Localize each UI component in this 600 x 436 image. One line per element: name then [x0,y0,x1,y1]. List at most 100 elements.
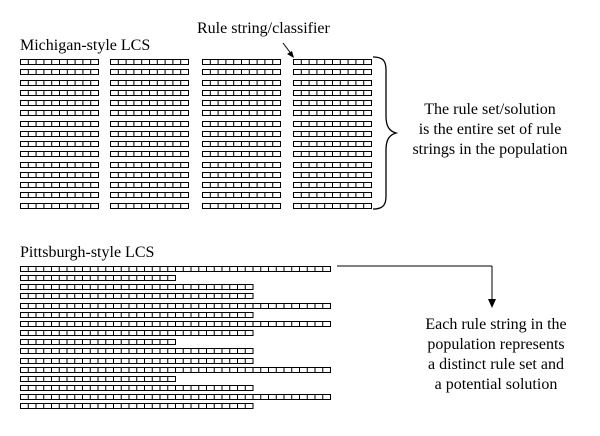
pittsburgh-rule-string [175,266,254,272]
pittsburgh-rule-string [175,321,254,327]
michigan-rule-string [202,90,281,96]
pittsburgh-rule-string [97,367,176,373]
michigan-rule-string [20,80,99,86]
michigan-note-line: The rule set/solution [424,101,556,118]
michigan-rule-string [110,192,189,198]
pittsburgh-rule-string [20,312,99,318]
pittsburgh-rule-string [20,376,99,382]
classifier-label: Rule string/classifier [197,20,330,37]
pittsburgh-rule-string [97,303,176,309]
michigan-rule-string [293,100,372,106]
pittsburgh-rule-string [97,339,176,345]
michigan-rule-string [110,59,189,65]
pittsburgh-rule-string [175,330,254,336]
michigan-rule-string [293,162,372,168]
michigan-rule-string [20,203,99,209]
pittsburgh-rule-set [20,266,331,272]
pittsburgh-rule-string [97,376,176,382]
pittsburgh-rule-string [97,394,176,400]
michigan-rule-string [293,59,372,65]
pittsburgh-rule-set [20,321,331,327]
pittsburgh-rule-set [20,275,176,281]
pittsburgh-rule-set [20,284,254,290]
michigan-rule-string [293,110,372,116]
michigan-rule-string [20,141,99,147]
pittsburgh-rule-set [20,394,331,400]
michigan-rule-string [293,69,372,75]
michigan-rule-string [20,59,99,65]
michigan-rule-string [202,192,281,198]
michigan-rule-string [20,69,99,75]
pittsburgh-rule-string [97,293,176,299]
pittsburgh-rule-string [20,266,99,272]
pittsburgh-rule-string [175,293,254,299]
michigan-rule-string [202,203,281,209]
pittsburgh-rule-string [175,394,254,400]
pittsburgh-rule-string [252,394,331,400]
pittsburgh-rule-string [97,348,176,354]
michigan-rule-string [110,172,189,178]
pittsburgh-rule-set [20,358,254,364]
michigan-rule-string [293,90,372,96]
michigan-rule-string [202,182,281,188]
pittsburgh-rule-string [175,367,254,373]
michigan-rule-string [20,121,99,127]
michigan-note: The rule set/solution is the entire set … [400,100,580,160]
michigan-rule-string [293,141,372,147]
pittsburgh-rule-string [252,367,331,373]
michigan-note-line: is the entire set of rule [418,121,562,138]
michigan-population-grid [20,59,372,209]
michigan-rule-string [110,162,189,168]
michigan-rule-string [293,131,372,137]
michigan-brace [372,56,399,210]
pittsburgh-note-line: a potential solution [434,376,558,393]
michigan-rule-string [202,69,281,75]
pittsburgh-rule-string [175,348,254,354]
pittsburgh-rule-set [20,312,254,318]
michigan-rule-string [110,182,189,188]
pittsburgh-rule-string [97,358,176,364]
michigan-rule-string [293,182,372,188]
pittsburgh-rule-string [175,403,254,409]
pittsburgh-rule-string [97,266,176,272]
pittsburgh-rule-string [20,358,99,364]
pittsburgh-rule-string [252,266,331,272]
pittsburgh-rule-string [20,293,99,299]
pittsburgh-rule-string [20,275,99,281]
michigan-rule-string [20,131,99,137]
pittsburgh-rule-string [97,403,176,409]
pittsburgh-rule-set [20,385,254,391]
michigan-rule-string [110,203,189,209]
pittsburgh-rule-set [20,303,331,309]
pittsburgh-note-line: population represents [427,336,565,353]
pittsburgh-rule-set [20,293,254,299]
michigan-rule-string [110,141,189,147]
michigan-rule-string [110,121,189,127]
michigan-rule-string [110,100,189,106]
pittsburgh-rule-string [20,394,99,400]
pittsburgh-rule-string [97,321,176,327]
michigan-rule-string [202,162,281,168]
pittsburgh-rule-set [20,403,254,409]
pittsburgh-rule-string [252,303,331,309]
michigan-rule-string [202,110,281,116]
michigan-rule-string [20,90,99,96]
michigan-rule-string [110,110,189,116]
michigan-title: Michigan-style LCS [20,37,151,54]
pittsburgh-population-grid [20,266,331,409]
pittsburgh-rule-string [20,303,99,309]
pittsburgh-rule-set [20,330,254,336]
pittsburgh-rule-set [20,367,331,373]
michigan-rule-string [293,172,372,178]
michigan-rule-string [20,151,99,157]
michigan-rule-string [202,121,281,127]
pittsburgh-rule-string [97,284,176,290]
pittsburgh-rule-set [20,376,176,382]
pittsburgh-rule-string [20,284,99,290]
pittsburgh-note-line: Each rule string in the [425,316,567,333]
pittsburgh-rule-string [175,284,254,290]
michigan-rule-string [20,192,99,198]
michigan-rule-string [202,80,281,86]
pittsburgh-rule-string [20,348,99,354]
